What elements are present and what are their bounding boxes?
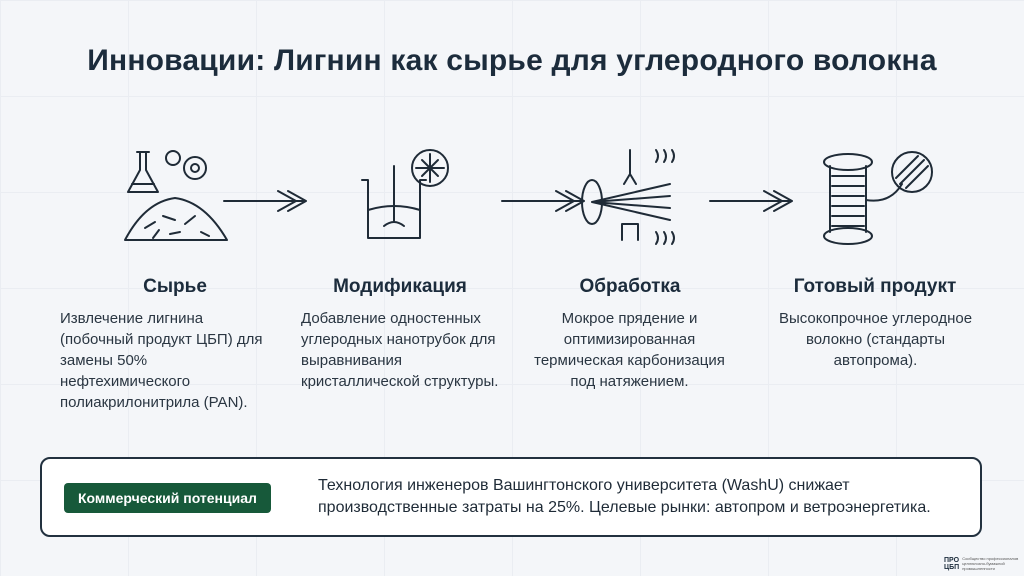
step-description: Извлечение лигнина (побочный продукт ЦБП…	[60, 310, 263, 411]
step-description: Добавление одностенных углеродных нанотр…	[301, 310, 499, 390]
flow-arrow	[708, 186, 800, 221]
flow-arrow	[222, 186, 314, 221]
page-title: Инновации: Лигнин как сырье для углеродн…	[87, 44, 937, 77]
step-heading: Обработка	[579, 276, 681, 297]
step-heading: Модификация	[333, 276, 467, 297]
commercial-badge: Коммерческий потенциал	[64, 483, 271, 513]
logo: ПРО ЦБП Сообщество профессионалов целлюл…	[944, 556, 1022, 571]
step-heading: Готовый продукт	[793, 276, 957, 297]
logo-subtitle: Сообщество профессионалов целлюлозно-бум…	[962, 556, 1019, 571]
logo-mark: ПРО ЦБП	[944, 556, 960, 571]
raw-material-icon	[124, 150, 228, 241]
step-heading: Сырье	[143, 276, 207, 297]
fiber-spool-icon	[823, 151, 933, 245]
step-description: Мокрое прядение и оптимизированная терми…	[534, 310, 725, 390]
commercial-text: Технология инженеров Вашингтонского унив…	[318, 477, 931, 516]
step-description: Высокопрочное углеродное волокно (станда…	[778, 310, 973, 369]
spinning-carbonization-icon	[581, 149, 675, 245]
commercial-potential-panel: Коммерческий потенциал Технология инжене…	[40, 457, 982, 537]
mixing-beaker-icon	[361, 149, 449, 239]
flow-arrow	[500, 186, 592, 221]
